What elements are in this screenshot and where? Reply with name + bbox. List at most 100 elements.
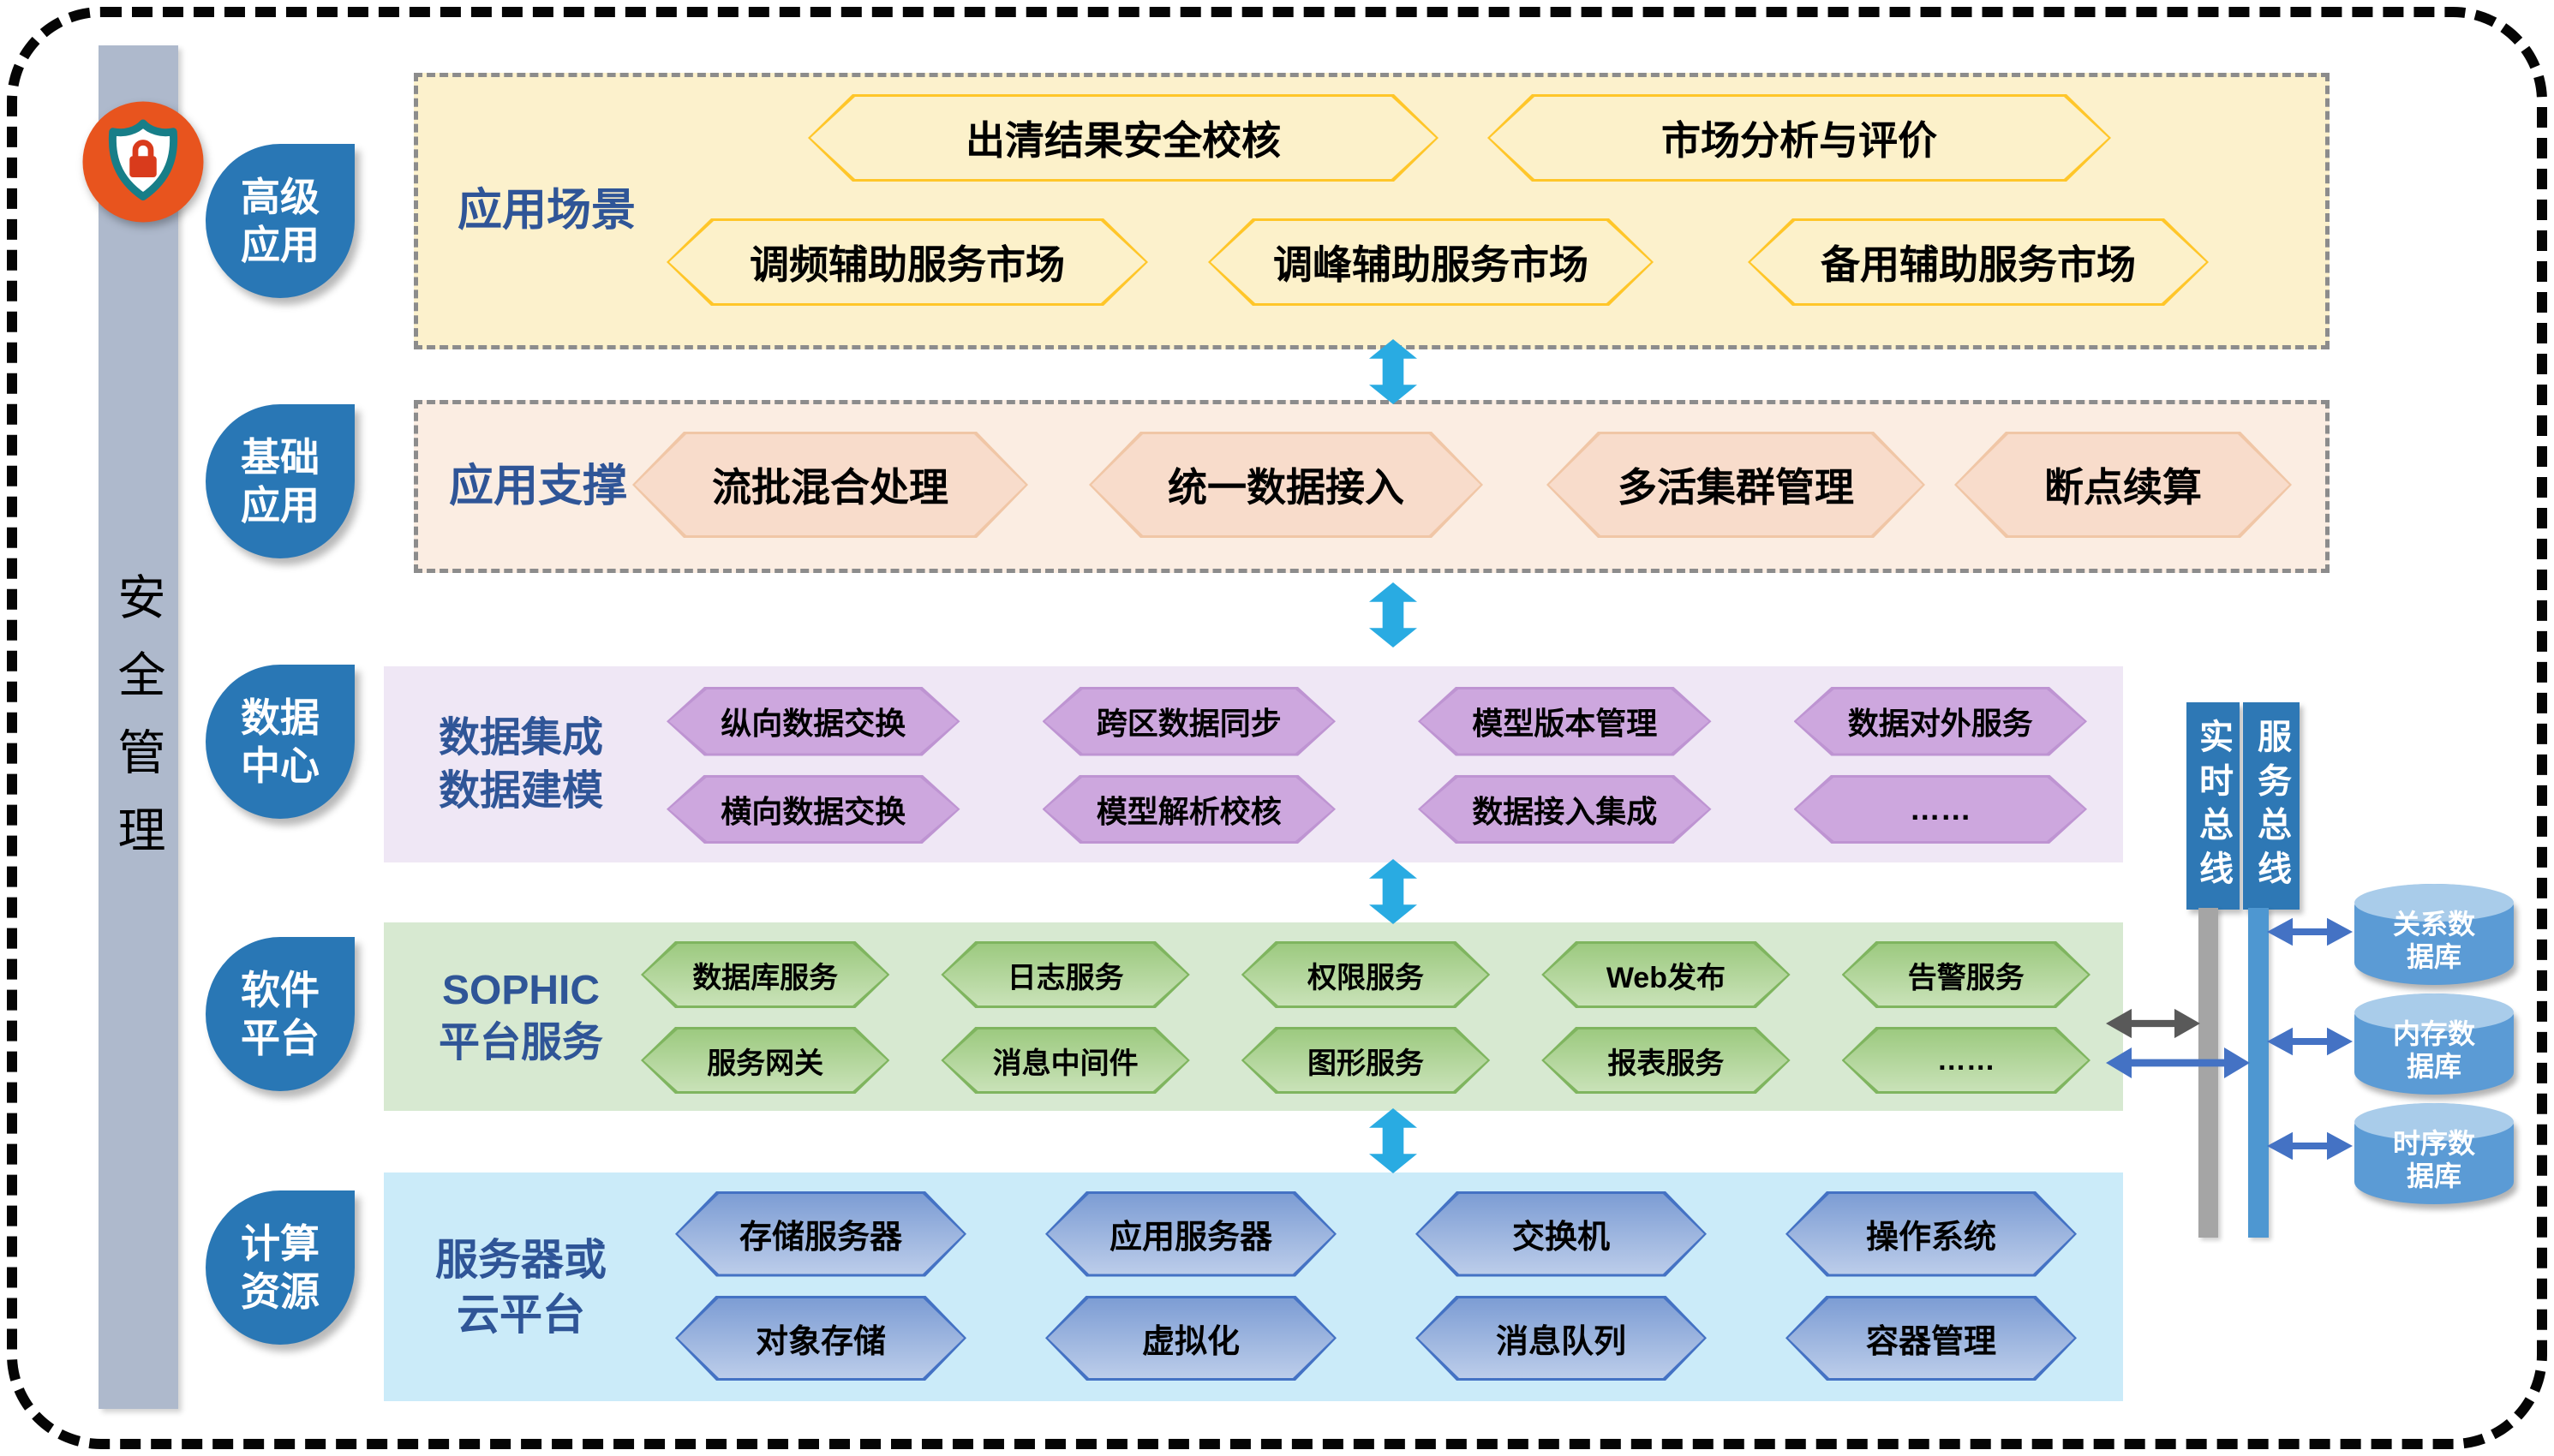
pill-advanced-apps: 高级 应用 (206, 144, 355, 298)
service-bus-text: 服务总线 (2252, 718, 2290, 894)
data-center-title: 数据集成 数据建模 (384, 666, 658, 862)
relational-database-label: 关系数 据库 (2392, 909, 2475, 972)
scene-title: 应用场景 (418, 77, 675, 345)
hex-label: 数据接入集成 (1472, 793, 1658, 829)
compute-title: 服务器或 云平台 (384, 1173, 658, 1401)
outer-dashed-border (7, 7, 2547, 1449)
hex-message-queue: 消息队列 (1415, 1296, 1707, 1381)
hex-label: 市场分析与评价 (1661, 118, 1937, 163)
hex-label: 备用辅助服务市场 (1821, 242, 2136, 287)
hex-horizontal-data-exchange: 横向数据交换 (667, 775, 960, 844)
hex-alarm-service: 告警服务 (1842, 941, 2090, 1008)
hex-label: 权限服务 (1307, 961, 1424, 994)
hex-peak-shaving-market: 调峰辅助服务市场 (1208, 218, 1654, 306)
platform-title-line2: 平台服务 (438, 1020, 603, 1065)
security-shield-icon (79, 98, 207, 226)
hex-database-service: 数据库服务 (641, 941, 889, 1008)
service-bus-bar (2248, 908, 2269, 1238)
hex-label: 日志服务 (1007, 961, 1124, 994)
hex-label: 应用服务器 (1109, 1220, 1272, 1256)
hex-label: 模型版本管理 (1472, 706, 1658, 742)
platform-row: SOPHIC 平台服务 数据库服务 日志服务 权限服务 Web发布 告警服务 服… (384, 922, 2123, 1111)
hex-stream-batch-processing: 流批混合处理 (632, 432, 1028, 538)
hex-model-version-management: 模型版本管理 (1418, 687, 1712, 756)
hex-virtualization: 虚拟化 (1045, 1296, 1337, 1381)
pill-label: 资源 (241, 1269, 320, 1314)
hex-reserve-ancillary-market: 备用辅助服务市场 (1748, 218, 2209, 306)
hex-label: 纵向数据交换 (721, 706, 906, 742)
data-center-row: 数据集成 数据建模 纵向数据交换 跨区数据同步 模型版本管理 数据对外服务 横向… (384, 666, 2123, 862)
support-title: 应用支撑 (418, 404, 658, 569)
hex-frequency-regulation-market: 调频辅助服务市场 (667, 218, 1148, 306)
service-bus-label: 服务总线 (2243, 702, 2300, 910)
hex-permission-service: 权限服务 (1241, 941, 1490, 1008)
pill-label: 计算 (241, 1220, 320, 1266)
hex-vertical-data-exchange: 纵向数据交换 (667, 687, 960, 756)
hex-label: 横向数据交换 (721, 793, 906, 829)
relational-database-cylinder: 关系数 据库 (2354, 884, 2514, 985)
hex-breakpoint-resume: 断点续算 (1954, 432, 2292, 538)
hex-label: 模型解析校核 (1096, 793, 1282, 829)
support-title-text: 应用支撑 (448, 461, 627, 511)
pill-label: 软件 (241, 967, 320, 1012)
hex-label: 流批混合处理 (712, 465, 948, 510)
hex-label: 出清结果安全校核 (966, 118, 1281, 163)
hex-platform-more-ellipsis: …… (1842, 1027, 2090, 1094)
hex-multi-active-cluster: 多活集群管理 (1546, 432, 1925, 538)
hex-label: …… (1909, 791, 1971, 826)
hex-label: 跨区数据同步 (1096, 706, 1282, 742)
platform-title-line1: SOPHIC (441, 967, 601, 1013)
hex-app-server: 应用服务器 (1045, 1191, 1337, 1277)
realtime-bus-bar (2198, 908, 2218, 1238)
pill-label: 中心 (241, 743, 320, 788)
pill-basic-apps: 基础 应用 (206, 404, 355, 558)
hex-label: Web发布 (1606, 961, 1726, 994)
pill-label: 高级 (241, 174, 320, 219)
hex-report-service: 报表服务 (1541, 1027, 1790, 1094)
realtime-bus-text: 实时总线 (2194, 718, 2232, 894)
hex-label: 断点续算 (2044, 465, 2202, 510)
hex-object-storage: 对象存储 (675, 1296, 966, 1381)
hex-label: …… (1936, 1043, 1995, 1077)
hex-label: 调频辅助服务市场 (750, 242, 1065, 287)
hex-clearing-result-security-check: 出清结果安全校核 (808, 94, 1438, 182)
data-center-title-line1: 数据集成 (438, 715, 603, 761)
hex-log-service: 日志服务 (941, 941, 1189, 1008)
hex-label: 对象存储 (755, 1323, 886, 1360)
compute-hex-grid: 存储服务器 应用服务器 交换机 操作系统 对象存储 虚拟化 消息队列 容器管理 (675, 1191, 2077, 1381)
platform-hex-grid: 数据库服务 日志服务 权限服务 Web发布 告警服务 服务网关 消息中间件 图形… (641, 941, 2090, 1094)
hex-label: 存储服务器 (739, 1220, 902, 1256)
hex-service-gateway: 服务网关 (641, 1027, 889, 1094)
pill-label: 基础 (241, 434, 320, 480)
compute-title-line2: 云平台 (457, 1290, 585, 1339)
hex-storage-server: 存储服务器 (675, 1191, 966, 1277)
hex-label: 服务网关 (707, 1047, 824, 1080)
hex-graphics-service: 图形服务 (1241, 1027, 1490, 1094)
scene-row: 应用场景 出清结果安全校核 市场分析与评价 调频辅助服务市场 调峰辅助服务市场 … (414, 73, 2330, 349)
pill-label: 应用 (241, 223, 320, 267)
pill-compute-resources: 计算 资源 (206, 1190, 355, 1345)
data-center-hex-grid: 纵向数据交换 跨区数据同步 模型版本管理 数据对外服务 横向数据交换 模型解析校… (667, 687, 2087, 844)
pill-software-platform: 软件 平台 (206, 937, 355, 1091)
hex-label: 消息中间件 (992, 1047, 1139, 1080)
hex-label: 图形服务 (1307, 1047, 1424, 1080)
timeseries-database-cylinder: 时序数 据库 (2354, 1103, 2514, 1204)
platform-title: SOPHIC 平台服务 (384, 922, 658, 1111)
hex-message-middleware: 消息中间件 (941, 1027, 1189, 1094)
realtime-bus-label: 实时总线 (2186, 702, 2240, 910)
hex-label: 容器管理 (1865, 1323, 1996, 1360)
scene-title-text: 应用场景 (457, 186, 636, 236)
hex-label: 数据对外服务 (1847, 706, 2033, 742)
pill-data-center: 数据 中心 (206, 665, 355, 819)
hex-label: 调峰辅助服务市场 (1273, 242, 1588, 287)
memory-database-label: 内存数 据库 (2392, 1018, 2475, 1082)
hex-model-parse-check: 模型解析校核 (1043, 775, 1337, 844)
hex-label: 数据库服务 (692, 961, 839, 994)
hex-label: 多活集群管理 (1618, 465, 1854, 510)
support-row: 应用支撑 流批混合处理 统一数据接入 多活集群管理 断点续算 (414, 400, 2330, 573)
compute-title-line1: 服务器或 (435, 1235, 607, 1284)
hex-label: 报表服务 (1607, 1047, 1725, 1080)
security-management-label: 安全管理 (111, 571, 165, 883)
hex-data-access-integration: 数据接入集成 (1418, 775, 1712, 844)
hex-container-management: 容器管理 (1785, 1296, 2077, 1381)
